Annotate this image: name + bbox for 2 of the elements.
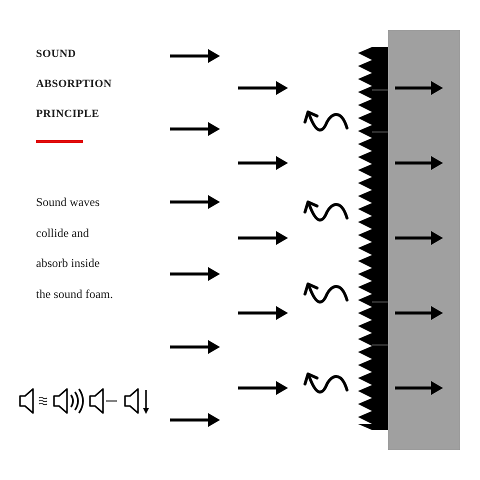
title: SOUND ABSORPTION PRINCIPLE (36, 47, 113, 122)
description-text: Sound waves collide and absorb inside the sound foam. (36, 194, 114, 302)
